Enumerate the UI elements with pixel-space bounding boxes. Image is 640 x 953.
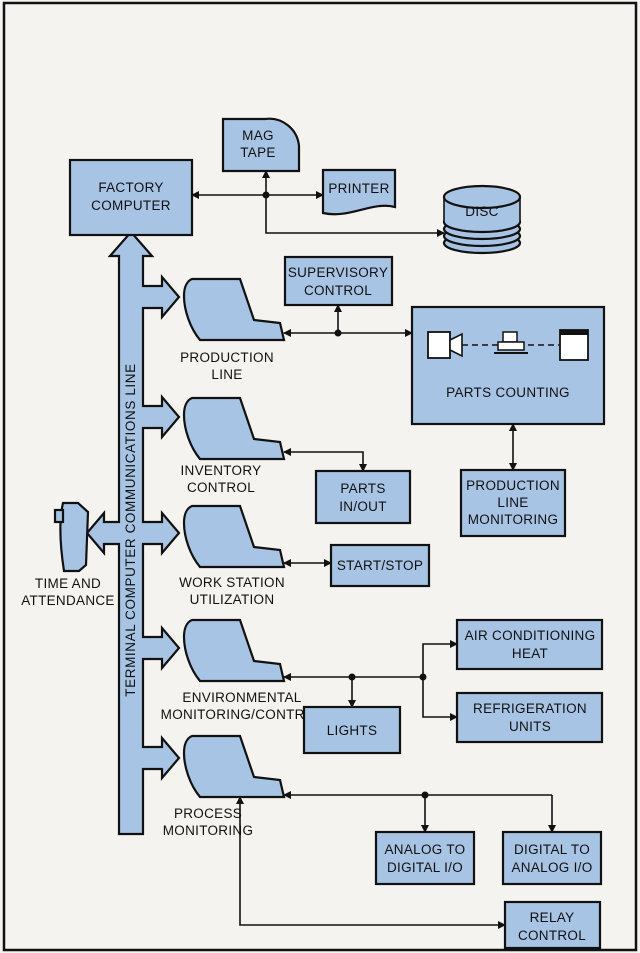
refrigeration-link: [422, 677, 458, 721]
time-attendance-label-1: TIME AND: [35, 576, 101, 591]
mag-tape-label-2: TAPE: [240, 145, 275, 160]
relay-link: [236, 796, 506, 929]
air-conditioning-link: [422, 640, 458, 677]
a2d-label-2: DIGITAL I/O: [387, 860, 463, 875]
inventory-control-label-2: CONTROL: [187, 480, 255, 495]
production-line-label-2: LINE: [211, 367, 242, 382]
process-monitoring-terminal: [182, 734, 286, 799]
a2d-label-1: ANALOG TO: [385, 842, 466, 857]
refrigeration-box: [455, 691, 604, 744]
conveyor-part-icon: [494, 331, 528, 354]
start-stop-box: [329, 543, 431, 588]
environmental-label-1: ENVIRONMENTAL: [182, 690, 301, 705]
d2a-label-2: ANALOG I/O: [511, 860, 592, 875]
supervisory-control-label-2: CONTROL: [304, 283, 372, 298]
work-station-label-1: WORK STATION: [179, 575, 285, 590]
parts-counting-panel: [410, 305, 606, 426]
lights-label: LIGHTS: [327, 723, 378, 738]
camera-icon: [427, 331, 451, 359]
inventory-control-terminal: [182, 396, 286, 461]
parts-in-out-label-1: PARTS: [340, 481, 385, 496]
environmental-label-2: MONITORING/CONTROL: [161, 707, 324, 722]
disc-label: DISC: [465, 204, 498, 219]
air-conditioning-box: [455, 618, 604, 671]
process-monitoring-label-2: MONITORING: [163, 823, 254, 838]
mag-tape-label-1: MAG: [242, 128, 274, 143]
parts-counting-label: PARTS COUNTING: [446, 385, 570, 400]
printer-label: PRINTER: [328, 181, 389, 196]
start-stop-label: START/STOP: [337, 558, 423, 573]
printer-box: [321, 168, 397, 216]
parts-in-out-label-2: IN/OUT: [339, 499, 387, 514]
air-conditioning-label-1: AIR CONDITIONING: [465, 628, 596, 643]
plm-label-2: LINE: [497, 495, 528, 510]
production-line-label-1: PRODUCTION: [180, 350, 274, 365]
relay-control-label-1: RELAY: [530, 910, 575, 925]
process-monitoring-label-1: PROCESS: [174, 806, 242, 821]
refrigeration-label-1: REFRIGERATION: [473, 701, 587, 716]
factory-computer-label-1: FACTORY: [98, 180, 163, 195]
refrigeration-label-2: UNITS: [509, 719, 551, 734]
time-attendance-terminal: [59, 501, 90, 573]
communications-backbone: [85, 230, 181, 836]
d2a-label-1: DIGITAL TO: [514, 842, 590, 857]
digital-to-analog-box: [501, 830, 603, 886]
disc-link: [265, 195, 445, 237]
backbone-label: TERMINAL COMPUTER COMMUNICATIONS LINE: [123, 363, 138, 696]
inventory-link: [283, 448, 367, 472]
relay-control-box: [503, 900, 602, 950]
analog-to-digital-box: [374, 830, 476, 886]
inventory-control-label-1: INVENTORY: [181, 463, 262, 478]
time-attendance-label-2: ATTENDANCE: [21, 593, 115, 608]
mag-tape-box: [221, 117, 301, 173]
plm-label-1: PRODUCTION: [466, 478, 560, 493]
air-conditioning-label-2: HEAT: [512, 646, 548, 661]
disc-stack: [442, 184, 522, 255]
time-clock-slot-icon: [53, 508, 65, 524]
supervisory-control-box: [283, 255, 394, 307]
parts-in-out-box: [314, 469, 412, 525]
production-line-terminal: [182, 277, 286, 342]
production-line-monitoring-box: [459, 468, 567, 538]
environmental-terminal: [182, 618, 286, 683]
work-station-terminal: [182, 504, 286, 569]
lights-box: [302, 705, 402, 755]
plm-label-3: MONITORING: [468, 512, 559, 527]
supervisory-control-label-1: SUPERVISORY: [288, 265, 388, 280]
relay-control-label-2: CONTROL: [518, 928, 586, 943]
factory-computer-label-2: COMPUTER: [91, 198, 171, 213]
work-station-label-2: UTILIZATION: [190, 592, 275, 607]
